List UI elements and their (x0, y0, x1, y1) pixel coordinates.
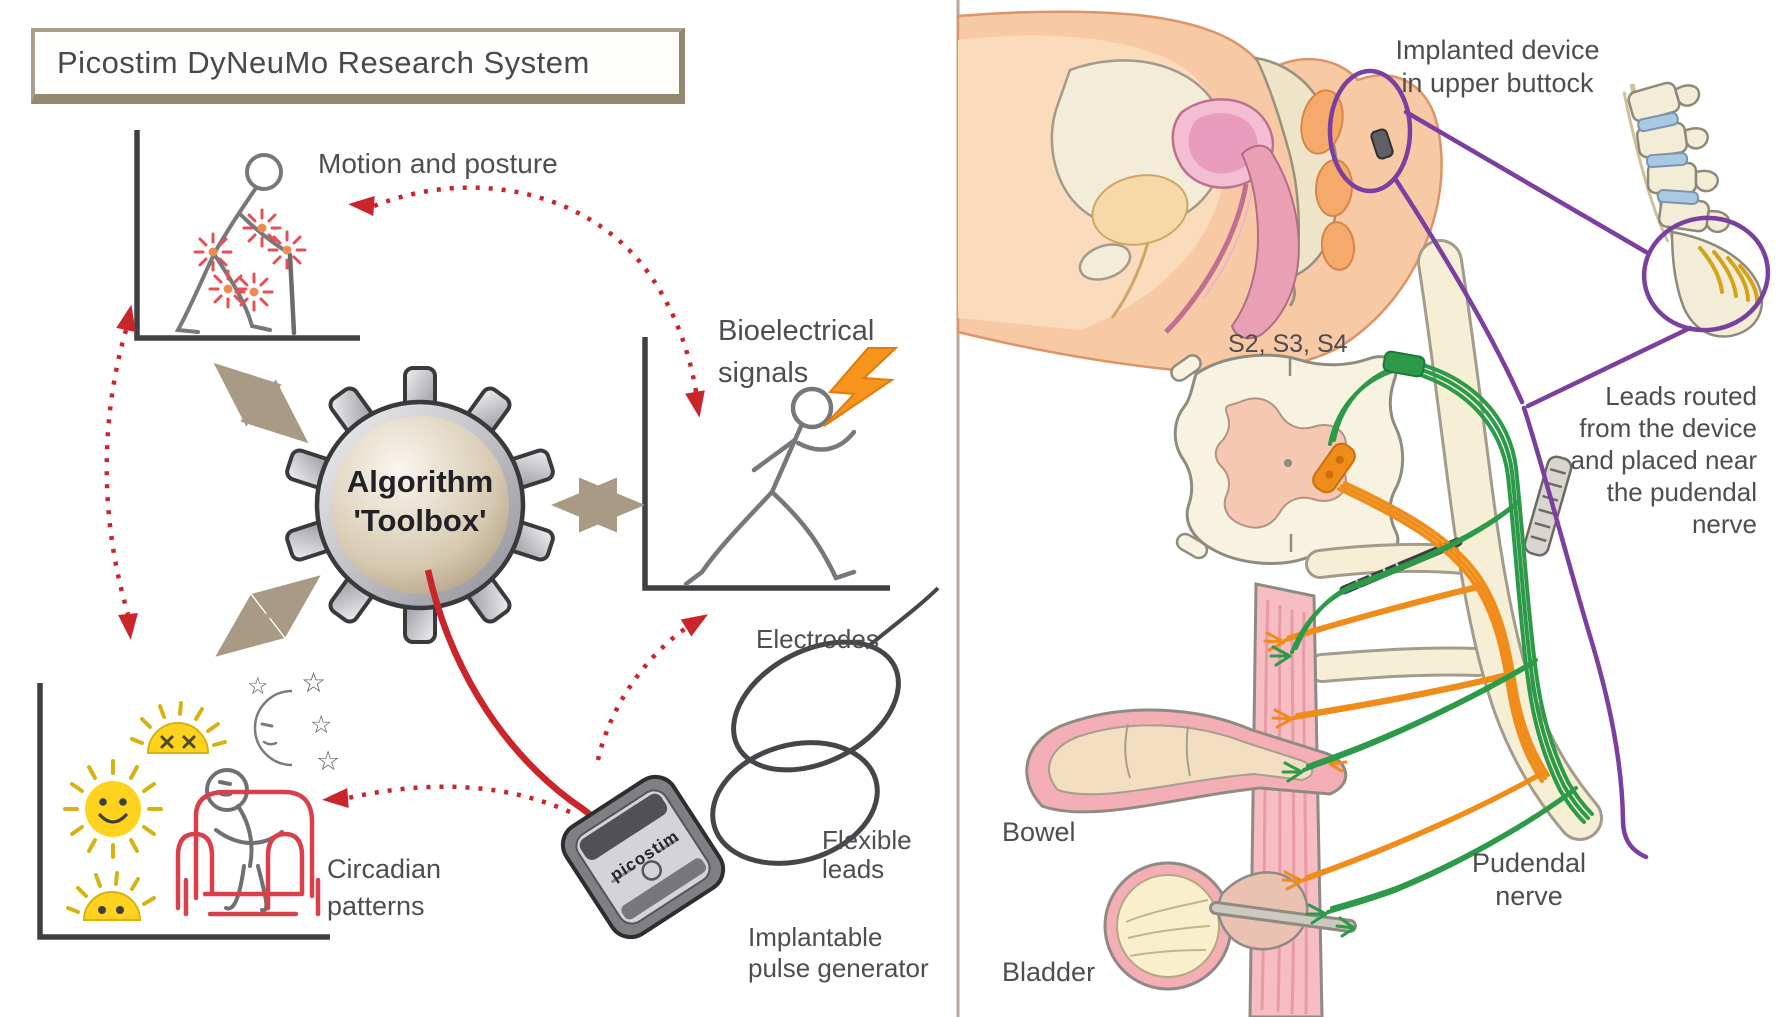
feedback-dashed-arrows (104, 185, 699, 815)
leads-routed-note: Leads routed from the device and placed … (1535, 380, 1757, 540)
circadian-label-line2: patterns (327, 891, 425, 921)
pudendal-nerve-label: Pudendal nerve (1440, 847, 1618, 913)
bladder-illustration (1103, 861, 1357, 991)
figure-title-box: Picostim DyNeuMo Research System (31, 28, 685, 104)
star-icon: ☆ (310, 711, 333, 739)
circadian-label: Circadian patterns (327, 851, 441, 925)
sacral-levels-label: S2, S3, S4 (1228, 330, 1348, 358)
motion-frame (134, 130, 360, 341)
orange-leads (1284, 481, 1550, 882)
pulse-generator-line2: pulse generator (748, 953, 929, 983)
flexible-leads-label: Flexible leads (822, 826, 912, 884)
leads-note-line4: the pudendal (1606, 477, 1757, 507)
green-leads (1290, 360, 1594, 914)
pulse-generator-icon (560, 774, 726, 940)
pulse-generator-label: Implantable pulse generator (748, 922, 929, 984)
bioelectrical-label-line1: Bioelectrical (718, 315, 875, 347)
bowel-label: Bowel (1002, 817, 1076, 847)
pudendal-nerve-line2: nerve (1495, 881, 1563, 911)
smiling-sun-icon (63, 759, 163, 859)
pelvic-muscle-column (1248, 582, 1324, 1017)
algorithm-toolbox-label: Algorithm 'Toolbox' (320, 462, 520, 540)
algorithm-gear-icon (285, 366, 555, 644)
bowel-illustration (1025, 708, 1348, 814)
pain-burst-icons (193, 208, 307, 312)
leads-note-line5: nerve (1691, 509, 1757, 539)
green-nerve-fans (1269, 645, 1356, 938)
orange-connector (1312, 442, 1356, 494)
implanted-device-line2: in upper buttock (1401, 68, 1594, 98)
electrode-ruler-icon (1523, 455, 1573, 557)
left-panel-graphics (37, 130, 940, 940)
lightning-bolt-icon (823, 347, 899, 427)
motion-posture-label: Motion and posture (318, 148, 558, 179)
rising-sun-icon (66, 871, 156, 921)
bioelectrical-frame (642, 337, 890, 591)
pulse-generator-line1: Implantable (748, 922, 883, 952)
sunset-sun-icon (130, 701, 227, 754)
spine-inset-illustration (1622, 81, 1764, 338)
flexible-leads-line2: leads (822, 854, 885, 884)
star-icon: ☆ (316, 746, 341, 776)
leads-note-line2: from the device (1579, 413, 1757, 443)
electrodes-label: Electrodes (756, 624, 879, 654)
leads-note-line1: Leads routed (1605, 381, 1757, 411)
circadian-frame (37, 683, 330, 940)
running-person-icon (683, 386, 857, 587)
pudendal-nerve-line1: Pudendal (1471, 848, 1587, 878)
flexible-leads-line1: Flexible (822, 825, 912, 855)
green-connector (1382, 350, 1426, 378)
purple-annotations (1327, 68, 1771, 860)
bioelectrical-label: Bioelectrical signals (718, 310, 874, 394)
implanted-device-label: Implanted device in upper buttock (1380, 34, 1615, 100)
walking-person-icon (174, 153, 297, 336)
pelvis-sagittal-illustration (956, 10, 1443, 374)
implanted-device-line1: Implanted device (1395, 35, 1600, 65)
algorithm-label-line1: Algorithm (346, 464, 494, 499)
bladder-label: Bladder (1002, 957, 1096, 987)
star-icon: ☆ (301, 667, 327, 698)
dashed-arrowheads (116, 196, 709, 808)
moon-icon (253, 689, 293, 767)
right-panel-graphics (956, 10, 1771, 1017)
armchair-icon (175, 789, 321, 917)
gear-link-arrows (213, 362, 645, 657)
figure-title: Picostim DyNeuMo Research System (57, 45, 590, 80)
implanted-device-icon (1370, 128, 1394, 160)
leads-note-line3: and placed near (1570, 445, 1757, 475)
bioelectrical-label-line2: signals (718, 357, 809, 389)
circadian-label-line1: Circadian (327, 854, 442, 884)
algorithm-label-line2: 'Toolbox' (353, 503, 487, 538)
star-icon: ☆ (247, 673, 269, 700)
